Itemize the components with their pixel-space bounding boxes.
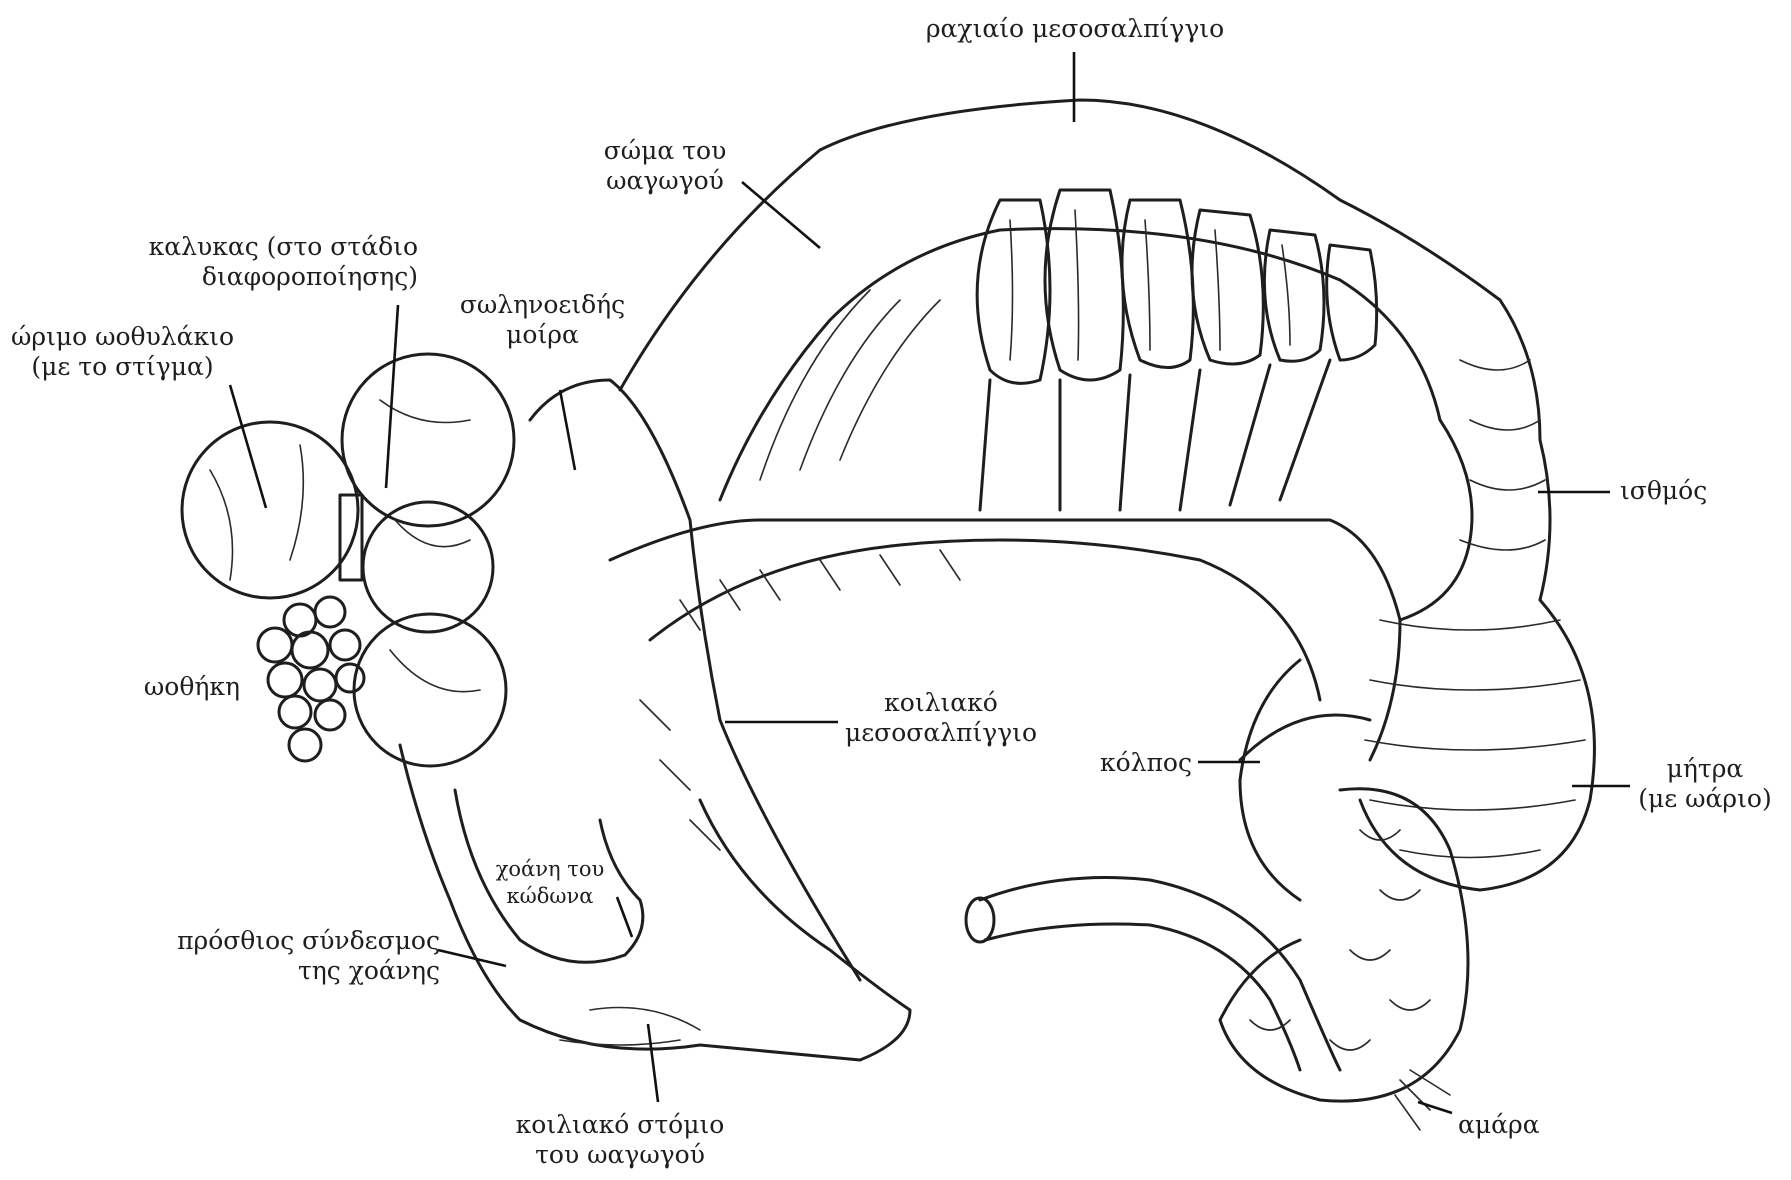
- label-funnel-of-bell: χοάνη του κώδωνα: [480, 856, 620, 910]
- mesosalpinx-drawing: [530, 380, 1400, 980]
- uterus-drawing: [1360, 360, 1594, 890]
- label-cloaca: αμάρα: [1458, 1110, 1568, 1140]
- label-line: διαφοροποίησης): [110, 262, 418, 292]
- label-calyx: καλυκας (στο στάδιο διαφοροποίησης): [110, 232, 418, 292]
- label-line: πρόσθιος σύνδεσμος: [120, 926, 440, 956]
- label-ovary: ωοθήκη: [100, 672, 240, 702]
- ovary-drawing: [182, 354, 514, 766]
- label-line: (με το στίγμα): [10, 352, 235, 382]
- label-ventral-ostium: κοιλιακό στόμιο του ωαγωγού: [500, 1110, 740, 1170]
- label-tubular-part: σωληνοειδής μοίρα: [455, 290, 630, 350]
- label-line: κοιλιακό: [836, 688, 1046, 718]
- label-line: σώμα του: [590, 136, 740, 166]
- funnel-drawing: [400, 745, 910, 1060]
- leader-lines: [230, 52, 1630, 1113]
- label-line: (με ωάριο): [1630, 784, 1780, 814]
- label-mature-follicle: ώριμο ωοθυλάκιο (με το στίγμα): [10, 322, 235, 382]
- label-line: του ωαγωγού: [500, 1140, 740, 1170]
- label-line: κοιλιακό στόμιο: [500, 1110, 740, 1140]
- label-line: ωαγωγού: [590, 166, 740, 196]
- label-uterus: μήτρα (με ωάριο): [1630, 754, 1780, 814]
- label-line: μεσοσαλπίγγιο: [836, 718, 1046, 748]
- label-line: μήτρα: [1630, 754, 1780, 784]
- label-line: της χοάνης: [120, 956, 440, 986]
- label-line: κώδωνα: [480, 883, 620, 910]
- oviduct-body-drawing: [620, 100, 1550, 600]
- label-isthmus: ισθμός: [1620, 476, 1740, 506]
- label-duct-body: σώμα του ωαγωγού: [590, 136, 740, 196]
- label-vagina: κόλπος: [1060, 748, 1192, 778]
- label-line: καλυκας (στο στάδιο: [110, 232, 418, 262]
- label-line: ώριμο ωοθυλάκιο: [10, 322, 235, 352]
- label-line: μοίρα: [455, 320, 630, 350]
- label-ventral-mesosalpinx: κοιλιακό μεσοσαλπίγγιο: [836, 688, 1046, 748]
- label-anterior-ligament: πρόσθιος σύνδεσμος της χοάνης: [120, 926, 440, 986]
- label-dorsal-mesosalpinx: ραχιαίο μεσοσαλπίγγιο: [880, 14, 1270, 44]
- label-line: χοάνη του: [480, 856, 620, 883]
- label-line: σωληνοειδής: [455, 290, 630, 320]
